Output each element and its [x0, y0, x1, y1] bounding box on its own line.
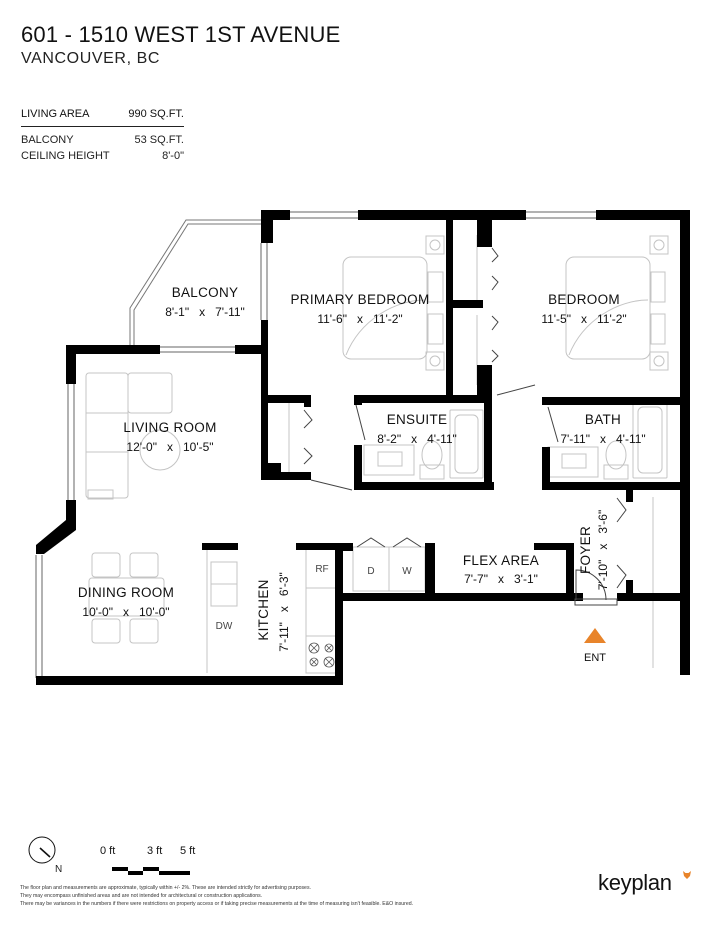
room-name-ensuite: ENSUITE: [387, 412, 448, 427]
room-labels: BALCONY 8'-1" x 7'-11" PRIMARY BEDROOM 1…: [78, 285, 646, 652]
dryer-label: D: [367, 566, 374, 577]
cooktop-icon: [308, 642, 335, 668]
scale-label-5: 5 ft: [180, 845, 196, 857]
furniture: [85, 235, 669, 674]
north-compass-icon: N: [28, 836, 62, 875]
property-address: 601 - 1510 WEST 1ST AVENUE: [21, 22, 341, 47]
area-stats: LIVING AREA 990 SQ.FT. BALCONY 53 SQ.FT.…: [21, 106, 184, 164]
stat-label: BALCONY: [21, 134, 74, 146]
room-dims-bath: 7'-11" x 4'-11": [560, 432, 645, 446]
windows: [35, 211, 596, 678]
room-name-dining-room: DINING ROOM: [78, 585, 174, 600]
stat-ceiling-height: CEILING HEIGHT 8'-0": [21, 148, 184, 164]
room-name-living-room: LIVING ROOM: [123, 420, 216, 435]
room-dims-primary-bedroom: 11'-6" x 11'-2": [317, 312, 402, 326]
room-name-flex-area: FLEX AREA: [463, 553, 539, 568]
walls: [36, 210, 690, 685]
brand-logo: keyplan: [598, 870, 672, 895]
disclaimer-line: There may be variances in the numbers if…: [20, 901, 414, 907]
stat-value: 8'-0": [162, 150, 184, 162]
room-name-kitchen: KITCHEN: [256, 579, 271, 640]
room-dims-kitchen: 7'-11" x 6'-3": [277, 572, 291, 652]
stat-balcony: BALCONY 53 SQ.FT.: [21, 132, 184, 148]
room-name-primary-bedroom: PRIMARY BEDROOM: [290, 292, 429, 307]
room-name-bedroom: BEDROOM: [548, 292, 620, 307]
coffee-table-icon: [139, 429, 181, 471]
balcony-outline: [129, 219, 262, 347]
property-city: VANCOUVER, BC: [21, 50, 161, 67]
room-dims-living-room: 12'-0" x 10'-5": [126, 440, 213, 454]
scale-bar: [112, 867, 190, 875]
room-dims-bedroom: 11'-5" x 11'-2": [541, 312, 626, 326]
room-dims-dining-room: 10'-0" x 10'-0": [82, 605, 169, 619]
room-name-balcony: BALCONY: [172, 285, 239, 300]
room-name-bath: BATH: [585, 412, 621, 427]
stat-living-area: LIVING AREA 990 SQ.FT.: [21, 106, 184, 127]
scale-label-0: 0 ft: [100, 845, 116, 857]
stat-label: LIVING AREA: [21, 108, 90, 120]
disclaimer: The floor plan and measurements are appr…: [20, 884, 413, 908]
room-name-foyer: FOYER: [578, 526, 593, 574]
doors: [303, 247, 627, 606]
brand-fox-icon: [683, 871, 691, 879]
room-dims-flex-area: 7'-7" x 3'-1": [464, 572, 538, 586]
washer-label: W: [402, 566, 412, 577]
disclaimer-line: The floor plan and measurements are appr…: [20, 885, 311, 891]
entrance-label: ENT: [584, 652, 606, 664]
refrigerator-label: RF: [315, 564, 328, 575]
disclaimer-line: They may encompass unfinished areas and …: [20, 893, 263, 899]
room-dims-foyer: 7'-10" x 3'-6": [596, 510, 610, 590]
compass-north-label: N: [55, 864, 62, 875]
dishwasher-label: DW: [216, 621, 233, 632]
room-dims-balcony: 8'-1" x 7'-11": [165, 305, 245, 319]
scale-label-3: 3 ft: [147, 845, 163, 857]
stat-label: CEILING HEIGHT: [21, 150, 110, 162]
room-dims-ensuite: 8'-2" x 4'-11": [377, 432, 457, 446]
entrance-arrow-icon: [584, 628, 606, 643]
stat-value: 53 SQ.FT.: [134, 134, 184, 146]
stat-value: 990 SQ.FT.: [128, 108, 184, 120]
